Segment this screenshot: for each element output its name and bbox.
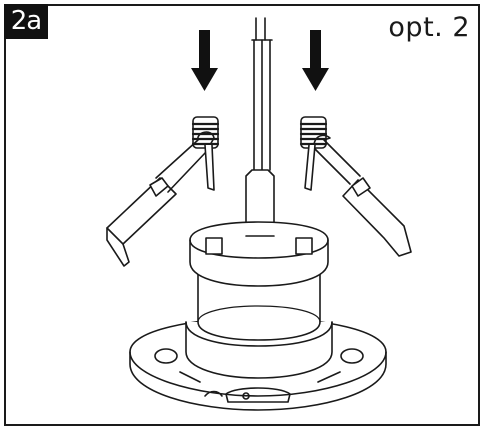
housing-body [185, 221, 333, 379]
right-spring-clip [299, 116, 412, 257]
option-label: opt. 2 [388, 12, 470, 43]
left-spring-clip [106, 116, 220, 267]
step-badge: 2a [4, 4, 48, 39]
power-cable [245, 17, 275, 237]
down-arrow-icon [191, 30, 218, 91]
down-arrow-icon [302, 30, 329, 91]
